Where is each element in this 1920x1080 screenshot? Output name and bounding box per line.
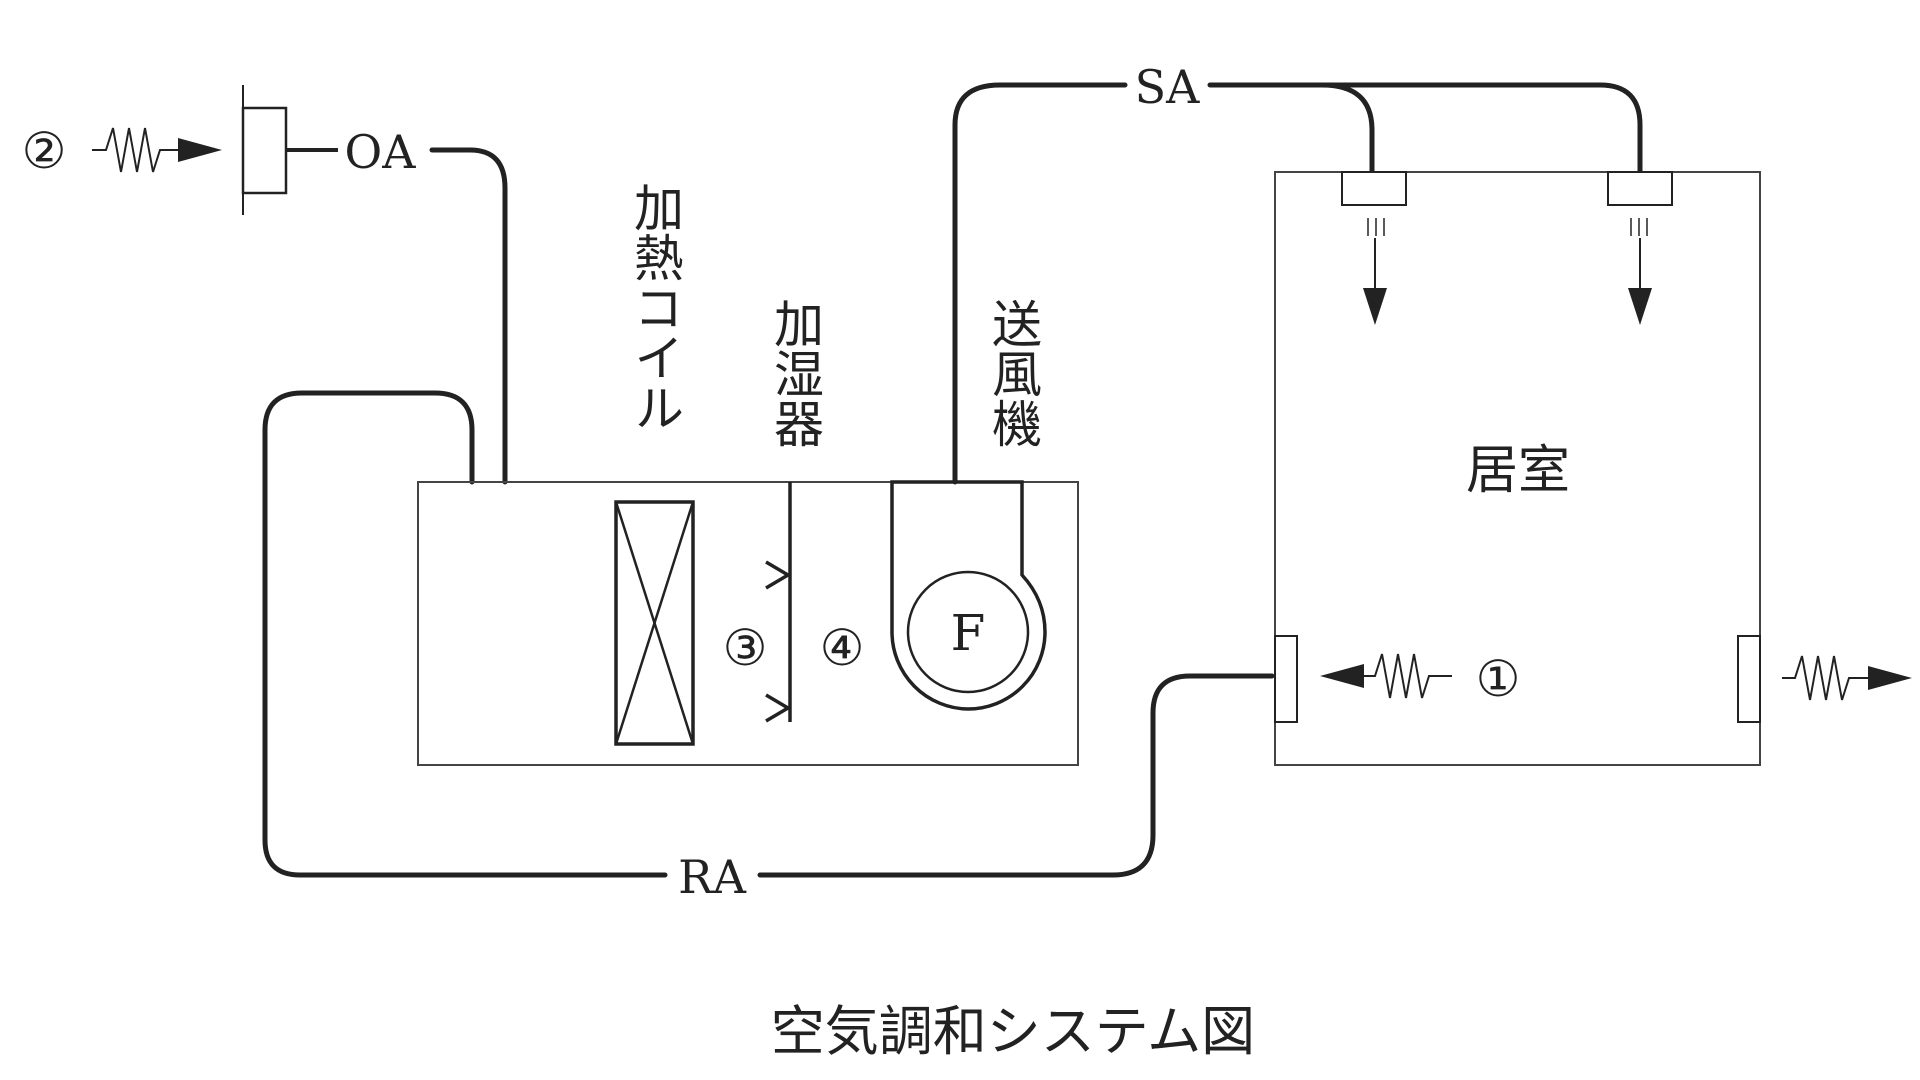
fan-label: 送風機	[984, 298, 1042, 448]
ra-label: RA	[678, 850, 747, 904]
sa-label: SA	[1135, 60, 1201, 114]
outdoor-air-intake	[241, 85, 338, 215]
supply-diffuser	[1341, 171, 1407, 325]
marker-4: ④	[820, 619, 865, 677]
humidifier-label: 加湿器	[766, 298, 824, 448]
ra-duct-return	[262, 390, 668, 878]
supply-diffuser	[1607, 171, 1673, 325]
room	[1274, 171, 1761, 766]
air-handling-unit	[417, 481, 1079, 766]
room-label: 居室	[1466, 441, 1570, 501]
marker-2: ②	[22, 122, 67, 180]
sa-duct	[952, 82, 1128, 485]
oa-duct	[429, 147, 508, 485]
exhaust-air-flow-arrow	[1782, 655, 1912, 701]
fan-symbol: F	[951, 604, 986, 662]
sa-duct-branch	[1319, 82, 1375, 175]
humidifier	[765, 482, 792, 723]
sa-duct-main	[1207, 82, 1643, 175]
return-grille	[1274, 635, 1298, 723]
return-air-flow-arrow	[1320, 653, 1452, 699]
exhaust-grille	[1737, 635, 1761, 723]
heating-coil-label: 加熱コイル	[626, 182, 684, 432]
outdoor-air-flow-arrow	[92, 127, 222, 173]
marker-3: ③	[723, 619, 768, 677]
oa-label: OA	[345, 125, 417, 179]
marker-1: ①	[1476, 650, 1521, 708]
diagram-caption: 空気調和システム図	[771, 1000, 1255, 1063]
ra-duct	[757, 673, 1275, 878]
fan	[890, 480, 1047, 711]
heating-coil	[614, 500, 695, 746]
